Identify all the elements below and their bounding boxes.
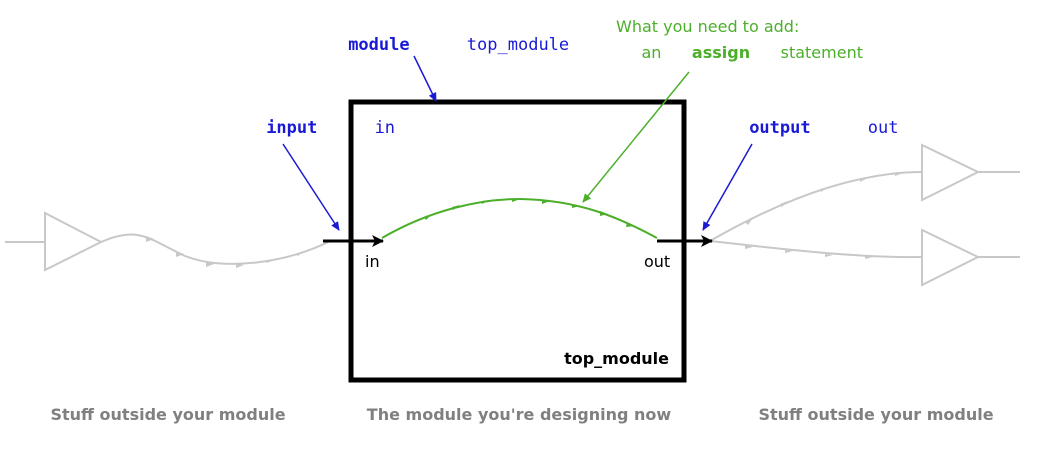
module-declaration-label: module top_module bbox=[297, 35, 600, 55]
port-out-label: out bbox=[644, 252, 670, 271]
input-declaration-label: input in bbox=[215, 118, 426, 138]
output-declaration-label: output out bbox=[698, 118, 929, 138]
right-lower-buffer-icon bbox=[921, 228, 1020, 287]
right-outside-wire-upper bbox=[709, 171, 923, 242]
output-keyword: output bbox=[749, 118, 810, 138]
input-name: in bbox=[375, 118, 395, 138]
module-box bbox=[348, 99, 687, 383]
output-pointer-arrow bbox=[702, 143, 753, 231]
annotation-prefix: an bbox=[641, 43, 666, 62]
right-outside-wire-lower bbox=[709, 240, 923, 259]
module-pointer-arrow bbox=[413, 55, 437, 102]
left-buffer-icon bbox=[5, 211, 104, 272]
right-upper-buffer-icon bbox=[921, 143, 1020, 202]
output-name: out bbox=[868, 118, 899, 138]
caption-center: The module you're designing now bbox=[367, 405, 672, 424]
box-title: top_module bbox=[564, 349, 669, 368]
annotation-line-2: an assign statement bbox=[616, 43, 878, 62]
assign-pointer-arrow bbox=[582, 71, 690, 203]
left-outside-wire bbox=[100, 233, 331, 265]
caption-right: Stuff outside your module bbox=[758, 405, 993, 424]
annotation-suffix: statement bbox=[776, 43, 863, 62]
annotation-line-1: What you need to add: bbox=[616, 17, 799, 36]
assign-wire bbox=[381, 197, 658, 239]
port-in-label: in bbox=[365, 252, 380, 271]
caption-left: Stuff outside your module bbox=[50, 405, 285, 424]
assign-wire-arrowheads bbox=[424, 199, 634, 227]
module-keyword: module bbox=[348, 35, 409, 55]
input-pointer-arrow bbox=[282, 143, 340, 231]
annotation-assign-keyword: assign bbox=[692, 43, 750, 62]
left-wire-arrowheads bbox=[146, 236, 304, 268]
module-name: top_module bbox=[467, 35, 569, 55]
input-keyword: input bbox=[266, 118, 317, 138]
right-wire-arrowheads bbox=[745, 173, 903, 259]
